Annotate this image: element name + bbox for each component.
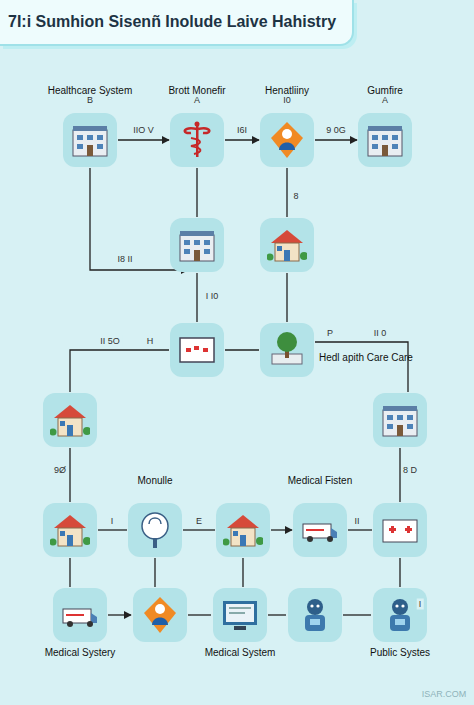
icon-tile: Hedl apith Care Care: [259, 322, 315, 378]
title-banner: 7I:i Sumhion Sisenñ Inolude Laive Hahist…: [0, 0, 354, 46]
callout-number: 8 D: [401, 465, 419, 476]
callout-number: 9Ø: [52, 465, 68, 476]
callout-number: I I0: [204, 291, 221, 302]
icon-tile: Monulle: [127, 502, 183, 558]
callout-number: I: [417, 599, 424, 610]
node-heading: Hedl apith Care Care: [319, 352, 413, 363]
callout-number: H: [145, 336, 156, 347]
edge-label: 9 0G: [324, 125, 348, 136]
icon-tile: Brott Monefir: [169, 112, 225, 168]
callout-number: E: [194, 516, 204, 527]
icon-tile: Henatliiny: [259, 112, 315, 168]
node-heading: Public Systes: [370, 647, 430, 658]
node-heading: Medical Fisten: [288, 475, 352, 486]
icon-tile: Medical Fisten: [292, 502, 348, 558]
node-heading: Medical Systery: [45, 647, 116, 658]
edge-label: IIO V: [131, 125, 156, 136]
connector-arrow: [225, 139, 259, 140]
node-heading: Monulle: [137, 475, 172, 486]
callout-number: P: [325, 328, 335, 339]
connector-arrow: [315, 139, 357, 140]
callout-number: A: [380, 95, 390, 106]
callout-number: II 5O: [98, 336, 122, 347]
icon-tile: Gumfire: [357, 112, 413, 168]
callout-number: I: [109, 516, 116, 527]
callout-number: I0: [281, 95, 293, 106]
icon-tile: Healthcare System: [62, 112, 118, 168]
node-heading: Medical System: [205, 647, 276, 658]
edge-label: I6I: [235, 125, 249, 136]
callout-number: II: [352, 516, 361, 527]
callout-number: B: [85, 95, 95, 106]
callout-number: I8 II: [115, 254, 134, 265]
callout-number: A: [192, 95, 202, 106]
title: 7I:i Sumhion Sisenñ Inolude Laive Hahist…: [8, 13, 336, 31]
callout-number: 8: [291, 191, 300, 202]
icon-tile: Public Systes: [372, 587, 428, 643]
connector-arrow: [118, 139, 169, 140]
icon-tile: Medical Systery: [52, 587, 108, 643]
icon-tile: Medical System: [212, 587, 268, 643]
watermark: ISAR.COM: [420, 689, 469, 700]
callout-number: II 0: [372, 328, 389, 339]
